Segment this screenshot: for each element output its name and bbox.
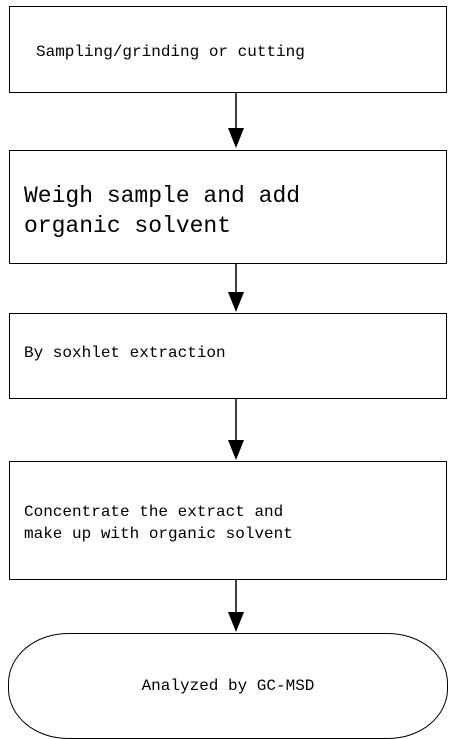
step-soxhlet-extraction-box: By soxhlet extraction — [9, 313, 447, 399]
step-sampling-label: Sampling/grinding or cutting — [36, 43, 305, 61]
step-analysis-label: Analyzed by GC-MSD — [141, 677, 315, 695]
step-analysis-terminal: Analyzed by GC-MSD — [8, 633, 448, 739]
arrow-step1-to-step2 — [228, 93, 244, 148]
step-concentrate-extract-label: Concentrate the extract and make up with… — [24, 503, 293, 543]
step-weigh-sample-label: Weigh sample and add organic solvent — [24, 183, 301, 239]
step-weigh-sample-box: Weigh sample and add organic solvent — [9, 150, 447, 264]
step-sampling-box: Sampling/grinding or cutting — [9, 6, 447, 93]
arrow-step3-to-step4 — [228, 399, 244, 460]
step-concentrate-extract-box: Concentrate the extract and make up with… — [9, 461, 447, 580]
arrow-step2-to-step3 — [228, 264, 244, 312]
arrow-step4-to-step5 — [228, 580, 244, 632]
step-soxhlet-extraction-label: By soxhlet extraction — [24, 344, 226, 362]
